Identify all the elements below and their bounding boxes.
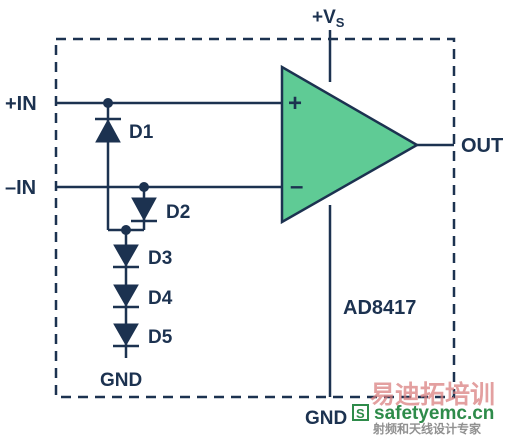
watermark-cn-bottom: 射频和天线设计专家 [372, 421, 482, 436]
watermark-logo-icon [352, 404, 369, 421]
watermark-cn-top: 易迪拓培训 [370, 380, 495, 409]
vs-label: +VS [312, 7, 345, 30]
diode-d2 [131, 197, 157, 223]
in-minus-label: –IN [5, 177, 36, 199]
diode-label-d1: D1 [129, 122, 154, 143]
diodes [95, 117, 157, 348]
plus-sign: + [288, 90, 302, 117]
diode-label-d4: D4 [148, 288, 173, 309]
watermark-logo-letter: S [356, 406, 365, 421]
junction-dot [103, 98, 113, 108]
diode-d1 [95, 117, 121, 143]
out-label: OUT [461, 135, 503, 157]
diode-d3 [113, 244, 139, 269]
wires [56, 30, 454, 397]
package-outline [54, 37, 456, 399]
junction-dot [139, 182, 149, 192]
diode-label-d2: D2 [166, 202, 190, 223]
diode-label-d5: D5 [148, 327, 173, 348]
chip-label: AD8417 [343, 297, 416, 319]
in-plus-label: +IN [5, 93, 37, 115]
gnd-bottom-label: GND [100, 370, 142, 391]
gnd-right-label: GND [305, 408, 347, 429]
minus-sign: – [290, 173, 303, 200]
amplifier-triangle [280, 64, 420, 225]
diode-label-d3: D3 [148, 248, 172, 269]
junction-dots [103, 98, 149, 235]
diode-d5 [113, 323, 139, 348]
diode-d4 [113, 284, 139, 309]
watermark: 易迪拓培训 S safetyemc.cn 射频和天线设计专家 [352, 380, 495, 436]
watermark-url: safetyemc.cn [374, 403, 494, 424]
junction-dot [121, 225, 131, 235]
